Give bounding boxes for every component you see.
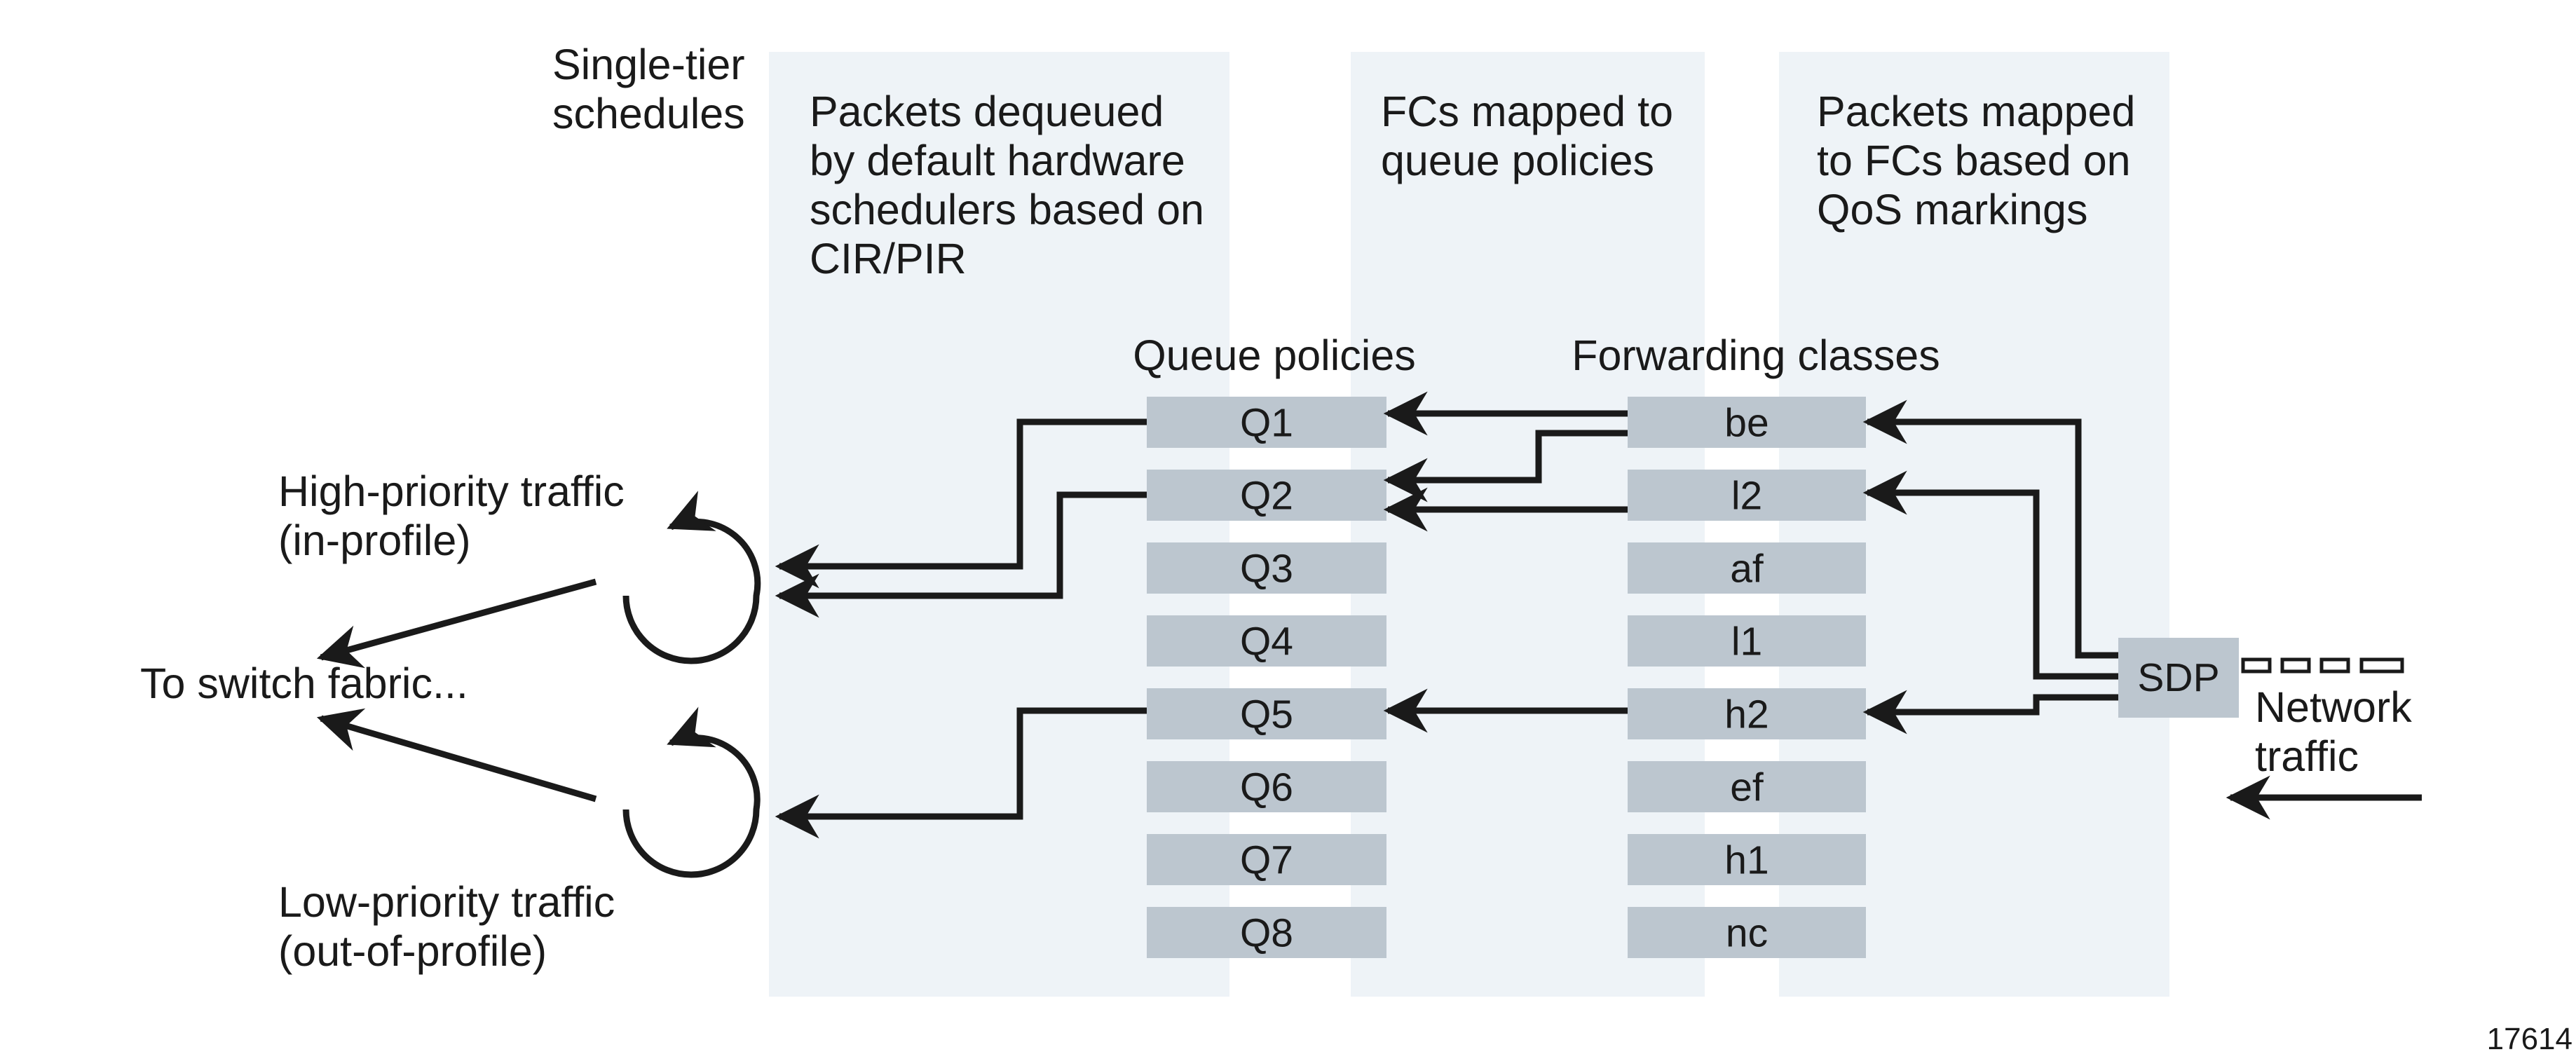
queue-box-q4 [1147,615,1386,667]
queue-policies-title: Queue policies [1133,332,1416,379]
fc-box-nc [1628,907,1866,958]
sdp-to-l2-connector [1862,470,2118,680]
figure-id: 17614 [2487,1022,2572,1056]
queue-box-q8 [1147,907,1386,958]
fc-label-l1: l1 [1731,620,1762,664]
be-to-q2-connector [1383,430,1628,503]
fc-label-be: be [1724,401,1769,446]
q2-to-high-scheduler-connector [775,491,1147,618]
queue-to-scheduler-connectors [775,418,1147,839]
high-priority-scheduler-icon [622,491,761,664]
queue-box-q2 [1147,470,1386,521]
fc-box-af [1628,542,1866,594]
fc-box-l2 [1628,470,1866,521]
queue-label-q2: Q2 [1240,474,1293,519]
q1-to-high-scheduler-connector [775,418,1147,589]
high-to-fabric-arrow [316,578,597,669]
sdp-to-fc-connectors [1862,399,2118,735]
queue-label-q7: Q7 [1240,838,1293,883]
low-priority-label: Low-priority traffic (out-of-profile) [278,878,627,975]
queue-label-q5: Q5 [1240,692,1293,737]
q5-to-low-scheduler-connector [775,707,1147,839]
sdp-box [2118,638,2239,718]
queue-label-q3: Q3 [1240,547,1293,592]
scheduler-column-header: Packets dequeued by default hardware sch… [810,88,1216,282]
forwarding-class-list: be l2 af l1 h2 ef h1 nc [1628,397,1866,958]
queue-box-q7 [1147,834,1386,885]
fc-label-ef: ef [1730,765,1764,810]
fc-label-l2: l2 [1731,474,1762,519]
queue-box-q1 [1147,397,1386,448]
fc-label-af: af [1730,547,1764,592]
side-title: Single-tier schedules [552,41,757,137]
queue-label-q4: Q4 [1240,620,1293,664]
sdp-to-h2-connector [1862,690,2118,735]
fc-box-ef [1628,761,1866,812]
classification-column-header: Packets mapped to FCs based on QoS marki… [1817,88,2147,233]
switch-fabric-label: To switch fabric... [140,660,468,707]
fc-box-be [1628,397,1866,448]
fc-box-l1 [1628,615,1866,667]
fc-to-queue-connectors [1383,391,1628,733]
queue-label-q1: Q1 [1240,401,1293,446]
high-priority-label: High-priority traffic (in-profile) [278,467,636,564]
queue-box-q3 [1147,542,1386,594]
queue-label-q6: Q6 [1240,765,1293,810]
sdp-to-be-connector [1862,399,2118,659]
fc-label-nc: nc [1726,911,1768,956]
fc-box-h2 [1628,688,1866,739]
fc-label-h2: h2 [1724,692,1769,737]
forwarding-classes-title: Forwarding classes [1572,332,1940,379]
low-priority-scheduler-icon [622,706,761,878]
queue-label-q8: Q8 [1240,911,1293,956]
queue-box-q6 [1147,761,1386,812]
low-to-fabric-arrow [316,708,597,802]
queue-box-q5 [1147,688,1386,739]
network-traffic-label: Network traffic [2255,683,2424,780]
fc-box-h1 [1628,834,1866,885]
mapping-column-header: FCs mapped to queue policies [1381,88,1685,184]
fc-label-h1: h1 [1724,838,1769,883]
sdp-tunnel-dashes [2241,657,2404,674]
sdp-label: SDP [2137,655,2219,700]
